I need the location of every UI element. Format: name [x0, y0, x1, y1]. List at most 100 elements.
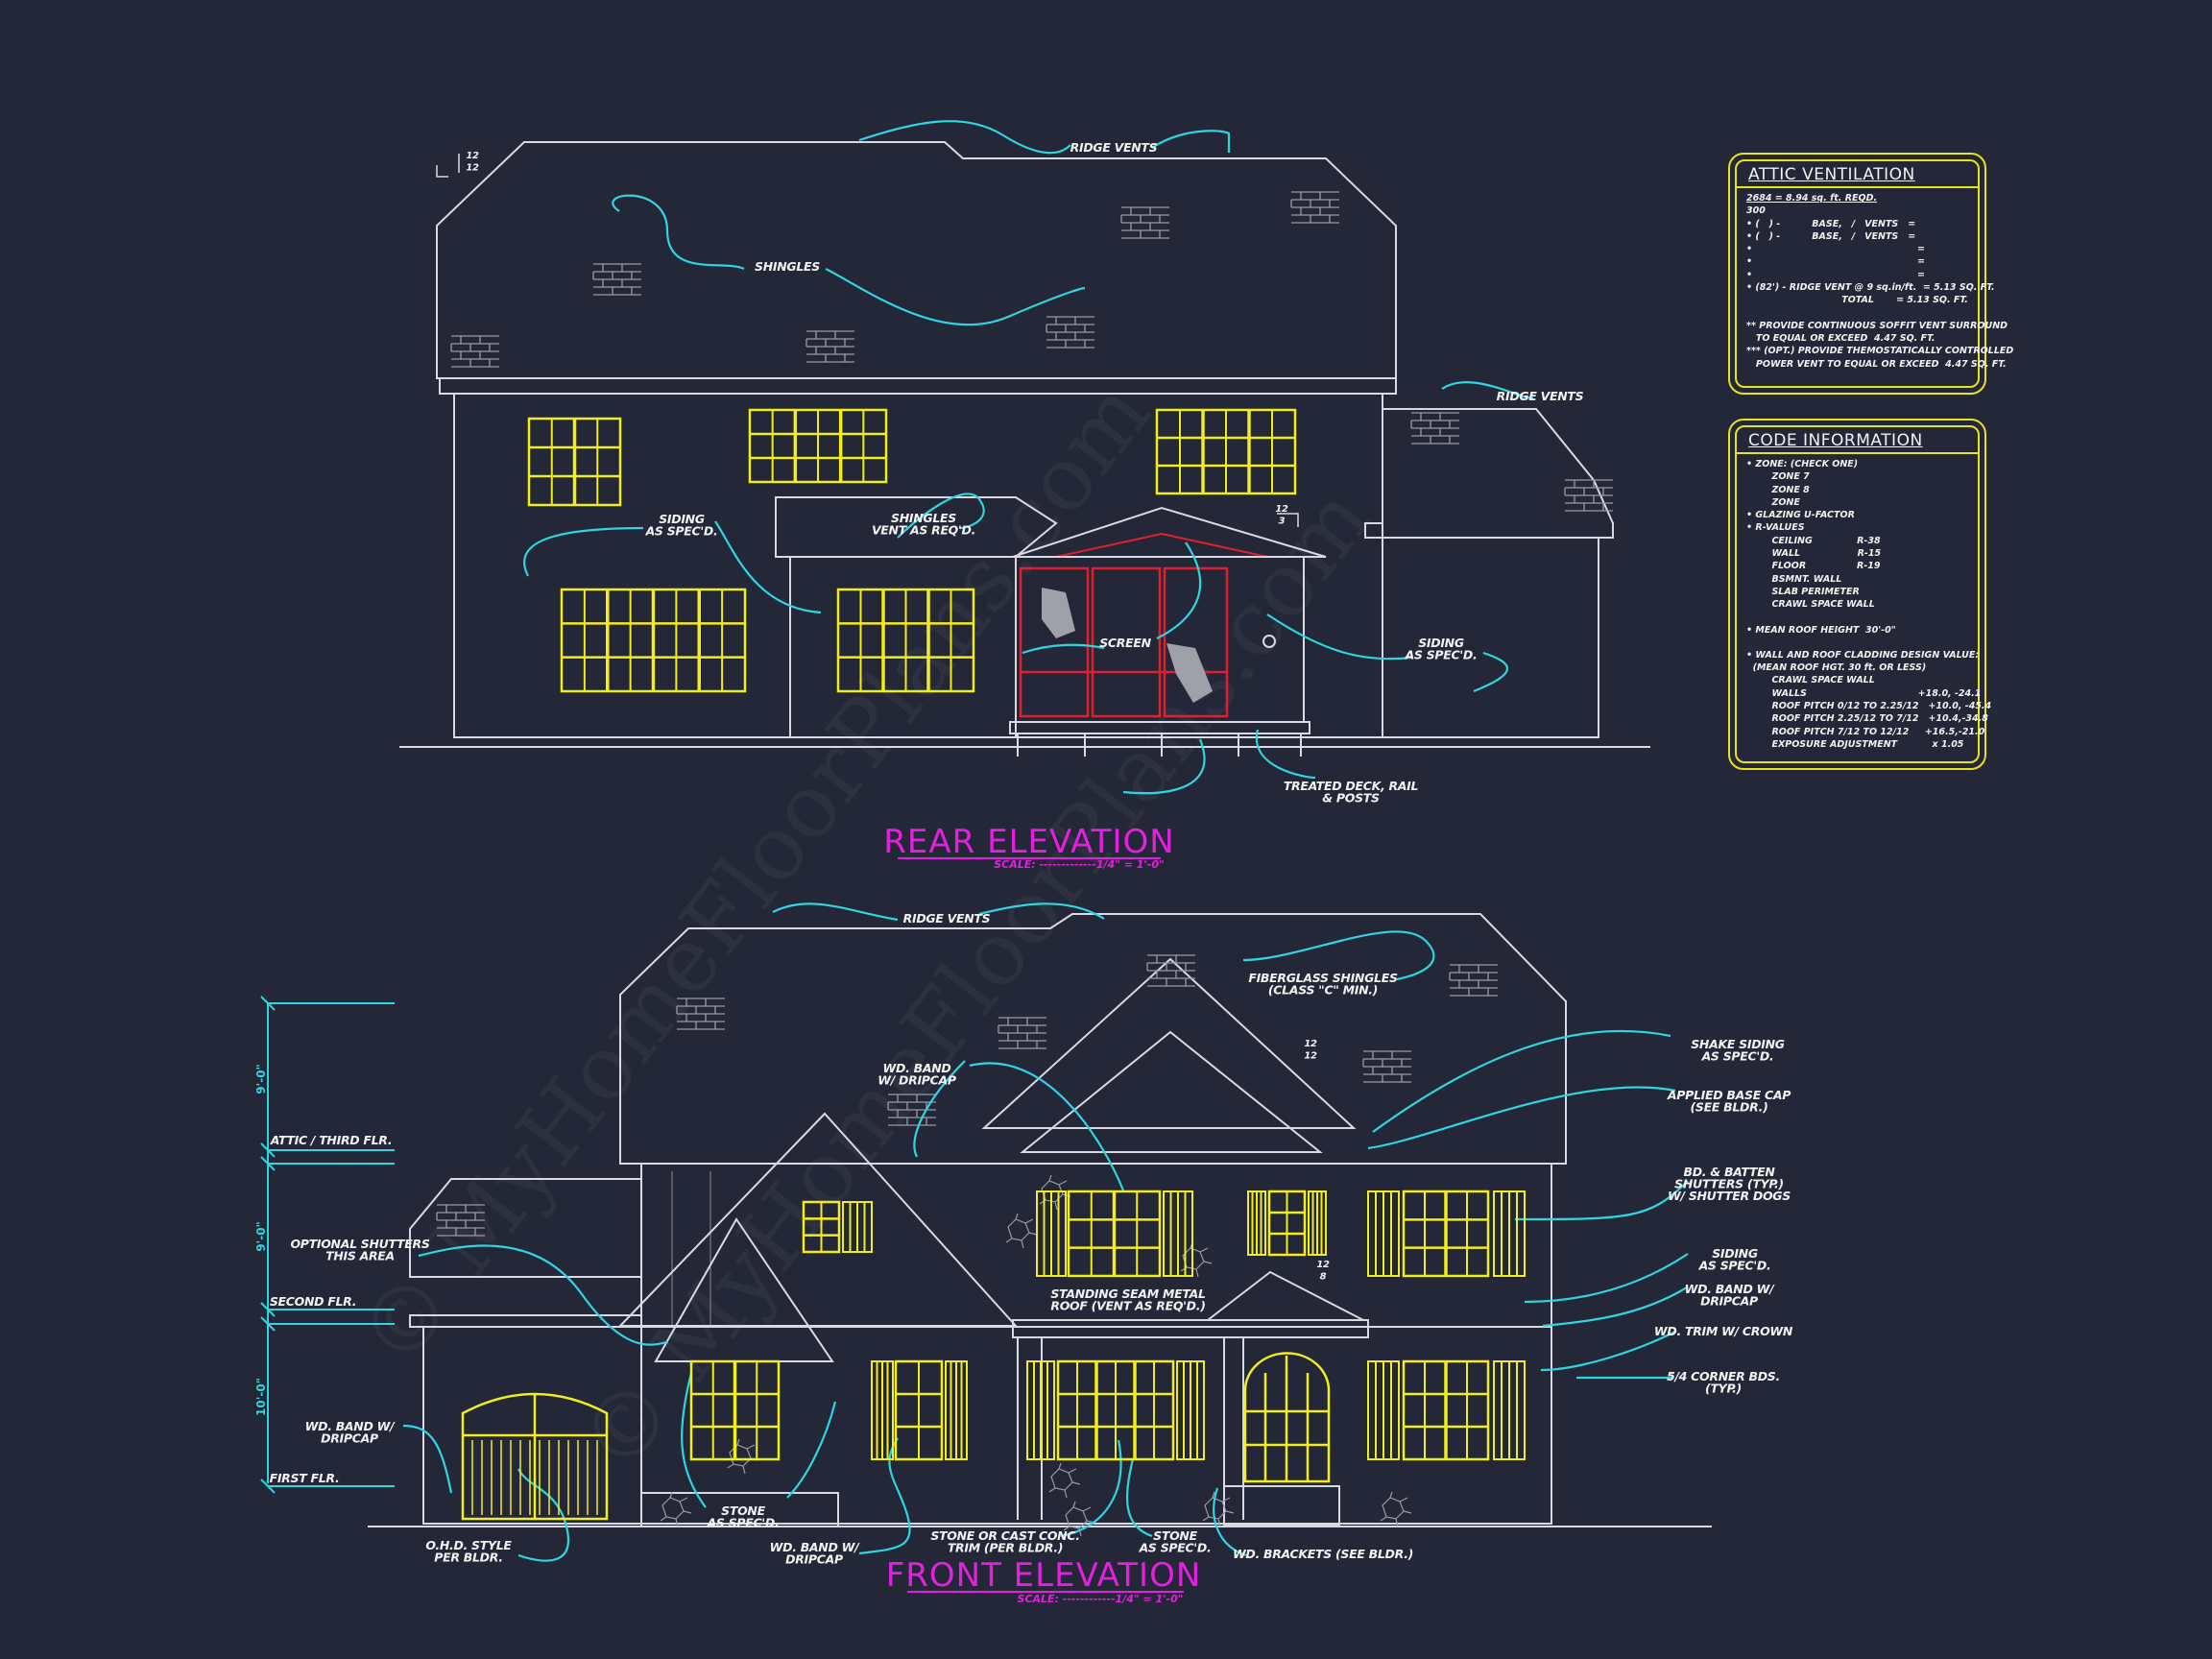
code-information-body: • ZONE: (CHECK ONE) ZONE 7 ZONE 8 ZONE• … — [1737, 454, 1992, 755]
front-elevation-callout: WD. BAND W/ — [1685, 1282, 1775, 1296]
rear-screen-glare — [1042, 588, 1213, 703]
garage-door — [461, 1392, 609, 1521]
front-elevation-callout: ROOF (VENT AS REQ'D.) — [1050, 1299, 1205, 1313]
code-information-line: ROOF PITCH 7/12 TO 12/12 +16.5,-21.0 — [1746, 726, 1985, 737]
code-information-line: • R-VALUES — [1746, 522, 1805, 534]
code-information-line: (MEAN ROOF HGT. 30 ft. OR LESS) — [1746, 662, 1927, 674]
rear-elevation-callout: AS SPEC'D. — [645, 524, 718, 539]
front-elevation-callout: FIBERGLASS SHINGLES — [1248, 971, 1398, 985]
attic-ventilation-body: 2684 = 8.94 sq. ft. REQD.300• ( ) - BASE… — [1737, 188, 2013, 374]
rear-elevation-callout: RIDGE VENTS — [1497, 389, 1584, 403]
front-elevation-callout: SHAKE SIDING — [1691, 1037, 1785, 1051]
front-center-gable — [981, 957, 1357, 1129]
rear-elevation-scale: SCALE: -------------1/4" = 1'-0" — [994, 858, 1165, 871]
front-door — [1243, 1352, 1331, 1483]
attic-ventilation-line: • = — [1746, 244, 1926, 255]
shutter — [945, 1360, 968, 1460]
leader-lines — [402, 120, 1689, 1562]
code-information-line: ZONE 8 — [1746, 484, 1810, 495]
code-information-line — [1746, 637, 1968, 649]
rear-fascia — [439, 377, 1397, 395]
code-information-line: • GLAZING U-FACTOR — [1746, 510, 1855, 521]
attic-ventilation-line: 2684 = 8.94 sq. ft. REQD. — [1746, 193, 1878, 204]
rear-window — [836, 588, 975, 693]
shutter — [1036, 1190, 1067, 1277]
front-elevation-callout: 12 — [1304, 1039, 1317, 1049]
front-elevation-callout: 8 — [1320, 1272, 1327, 1283]
front-elevation-scale: SCALE: ------------1/4" = 1'-0" — [1018, 1593, 1184, 1605]
dimension-first: 10'-0" — [254, 1378, 268, 1416]
code-information-line: ZONE — [1746, 496, 1800, 508]
front-elevation-callout: 12 — [1304, 1051, 1317, 1062]
code-information-line: • ZONE: (CHECK ONE) — [1746, 459, 1859, 469]
rear-screen-panels — [1019, 566, 1229, 718]
rear-elevation-callout: 12 — [1275, 504, 1288, 515]
code-information-line — [1746, 612, 1968, 624]
front-elevation-callout: (SEE BLDR.) — [1690, 1100, 1767, 1115]
front-elevation — [368, 913, 1712, 1537]
front-porch-columns — [1017, 1337, 1244, 1520]
front-center-gable-inner — [1020, 1030, 1323, 1153]
attic-ventilation-line: POWER VENT TO EQUAL OR EXCEED 4.47 SQ. F… — [1746, 358, 2007, 370]
attic-ventilation-line: • = — [1746, 269, 1926, 280]
shutter — [1176, 1360, 1205, 1460]
level-dimension-lines — [260, 996, 395, 1494]
rear-door-knob — [1262, 635, 1276, 648]
front-elevation-callout: DRIPCAP — [321, 1431, 378, 1446]
attic-ventilation-line — [1746, 307, 1968, 320]
front-porch-gable — [1205, 1270, 1364, 1321]
rear-wall-lower — [789, 556, 1017, 738]
attic-ventilation-line: • ( ) - BASE, / VENTS = — [1746, 218, 1916, 229]
front-window — [1267, 1190, 1307, 1257]
rear-window — [560, 588, 747, 693]
front-window — [1402, 1359, 1490, 1461]
code-information-line: CRAWL SPACE WALL — [1746, 599, 1875, 611]
front-elevation-callout: W/ SHUTTER DOGS — [1668, 1189, 1791, 1203]
rear-elevation-callout: SIDING — [1418, 636, 1464, 650]
rear-main-roof — [436, 141, 1397, 379]
code-information-table: CODE INFORMATION • ZONE: (CHECK ONE) ZON… — [1728, 419, 1992, 770]
attic-ventilation-line: TOTAL = 5.13 SQ. FT. — [1746, 295, 1968, 306]
shutter — [1308, 1190, 1327, 1256]
shutter — [1026, 1360, 1055, 1460]
front-elevation-callout: AS SPEC'D. — [1701, 1049, 1774, 1064]
rear-deck — [1009, 721, 1310, 734]
code-information-line: ROOF PITCH 0/12 TO 2.25/12 +10.0, -45.4 — [1746, 701, 1992, 712]
front-elevation-callout: (CLASS "C" MIN.) — [1268, 983, 1378, 998]
front-elevation-callout: SECOND FLR. — [270, 1294, 356, 1309]
front-elevation-title: FRONT ELEVATION — [886, 1556, 1202, 1595]
rear-elevation-title: REAR ELEVATION — [883, 823, 1174, 861]
rear-elevation-callout: 12 — [466, 151, 479, 161]
front-elevation-callout: TRIM (PER BLDR.) — [948, 1541, 1063, 1555]
rear-elevation-callout: SHINGLES — [755, 259, 820, 274]
code-information-line: • MEAN ROOF HEIGHT 30'-0" — [1746, 624, 1896, 636]
front-elevation-callout: WD. BAND W/ — [305, 1419, 396, 1433]
front-elevation-callout: WD. BAND — [883, 1061, 951, 1075]
rear-elevation-callout: 3 — [1279, 517, 1286, 527]
rear-window — [1155, 408, 1297, 495]
front-elevation-callout: 5/4 CORNER BDS. — [1667, 1369, 1780, 1383]
rear-wing-roof — [1364, 408, 1614, 539]
code-information-title: CODE INFORMATION — [1737, 427, 1978, 454]
code-information-line: ROOF PITCH 2.25/12 TO 7/12 +10.4,-34.8 — [1746, 713, 1988, 725]
front-elevation-callout: SIDING — [1712, 1246, 1758, 1261]
front-window — [1067, 1190, 1162, 1278]
rear-elevation-callout: RIDGE VENTS — [1070, 140, 1158, 155]
windows-layer — [461, 408, 1526, 1521]
rear-elevation-callout: SCREEN — [1099, 636, 1151, 650]
attic-ventilation-table: ATTIC VENTILATION 2684 = 8.94 sq. ft. RE… — [1728, 153, 2013, 395]
rear-elevation-callout: SHINGLES — [891, 511, 956, 525]
front-elevation-callout: DRIPCAP — [785, 1552, 843, 1567]
front-elevation-callout: STANDING SEAM METAL — [1050, 1286, 1206, 1301]
front-porch-beam — [1012, 1319, 1369, 1338]
callout-labels: RIDGE VENTS SHINGLES RIDGE VENTS SIDING AS S… — [270, 140, 1794, 1567]
front-window — [1402, 1190, 1490, 1278]
shutter — [1247, 1190, 1266, 1256]
front-main-roof — [619, 913, 1567, 1165]
front-elevation-callout: STONE — [721, 1503, 765, 1518]
code-information-line: BSMNT. WALL — [1746, 573, 1842, 585]
shutter — [1493, 1360, 1526, 1460]
rear-window — [527, 417, 622, 507]
shutter — [1367, 1190, 1400, 1277]
